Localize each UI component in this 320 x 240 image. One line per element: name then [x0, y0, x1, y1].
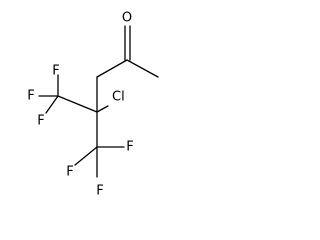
atom-chlorine-label: Cl	[112, 90, 125, 105]
bond-cf3-bottom-f-left	[74, 146, 98, 166]
bond-quaternary-cf3-left	[57, 95, 98, 113]
atom-fluorine-label: F	[52, 64, 59, 79]
structure-diagram: O Cl F F F F F F	[0, 0, 171, 208]
atom-fluorine-label: F	[96, 184, 103, 199]
bond-layer	[38, 25, 159, 178]
atom-fluorine-label: F	[66, 165, 73, 180]
atom-label-layer: O Cl F F F F F F	[27, 11, 133, 199]
atom-fluorine-label: F	[37, 114, 44, 129]
bond-carbonyl-ch2	[96, 59, 128, 78]
bond-cf3-left-f-bottom	[45, 95, 59, 114]
atom-fluorine-label: F	[126, 140, 133, 155]
bond-quaternary-cl	[96, 105, 109, 113]
atom-oxygen-label: O	[122, 11, 132, 26]
atom-fluorine-label: F	[27, 89, 34, 104]
bond-carbonyl-methyl	[126, 59, 159, 78]
molecule-svg: O Cl F F F F F F	[27, 11, 159, 199]
